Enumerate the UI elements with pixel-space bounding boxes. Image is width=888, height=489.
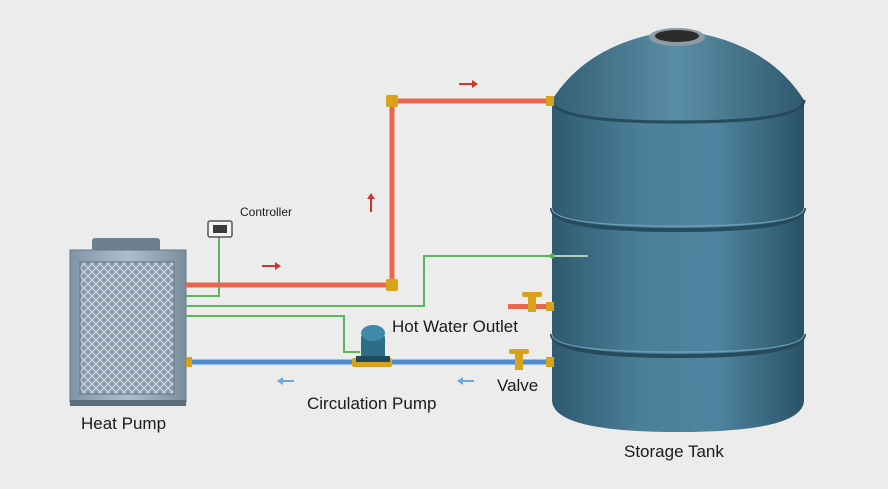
sensor-wire	[186, 255, 586, 307]
hot-outlet-valve-icon	[522, 292, 542, 312]
storage-tank-label: Storage Tank	[624, 442, 724, 461]
storage-tank-icon	[550, 28, 806, 432]
valve-label: Valve	[497, 376, 538, 395]
hot-flow-arrow-top	[459, 80, 478, 88]
hot-water-pipe	[186, 98, 552, 288]
circulation-pump-icon	[356, 325, 390, 362]
hot-water-outlet-label: Hot Water Outlet	[392, 317, 518, 336]
pump-wire	[186, 315, 360, 353]
hot-flow-arrow-right	[262, 262, 281, 270]
heat-pump-label: Heat Pump	[81, 414, 166, 433]
return-flow-arrow-left-1	[277, 377, 294, 385]
controller-wire	[186, 236, 220, 297]
return-valve-icon	[509, 349, 529, 370]
tank-sensor-point	[549, 253, 555, 259]
hot-flow-arrow-up	[367, 193, 375, 212]
return-flow-arrow-left-2	[457, 377, 474, 385]
heat-pump-unit-icon	[69, 238, 187, 406]
hot-pipe-fittings	[386, 95, 554, 291]
controller-display-icon	[207, 220, 233, 238]
controller-label: Controller	[240, 205, 292, 219]
circulation-pump-label: Circulation Pump	[307, 394, 436, 413]
